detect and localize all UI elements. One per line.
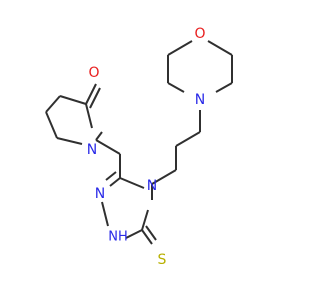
morpholine-oxygen-label: O: [194, 26, 205, 42]
carbonyl-oxygen-label: O: [88, 65, 99, 81]
lactam-nitrogen-label: N: [87, 142, 97, 158]
triazole-n4-label: N: [147, 178, 157, 194]
triazole-ring: [101, 171, 157, 245]
thione-sulfur-label: S: [158, 252, 167, 268]
propyl-chain: [151, 110, 201, 200]
triazole-nh-label: NH: [108, 230, 128, 245]
morpholine-ring: [167, 40, 233, 93]
triazole-n3-label: N: [95, 186, 105, 202]
pyrrolidinone-ring: [45, 83, 101, 145]
methylene-linker: [95, 131, 121, 178]
morpholine-nitrogen-label: N: [195, 92, 205, 108]
chemical-structure: O N N N NH S O N: [45, 26, 233, 268]
